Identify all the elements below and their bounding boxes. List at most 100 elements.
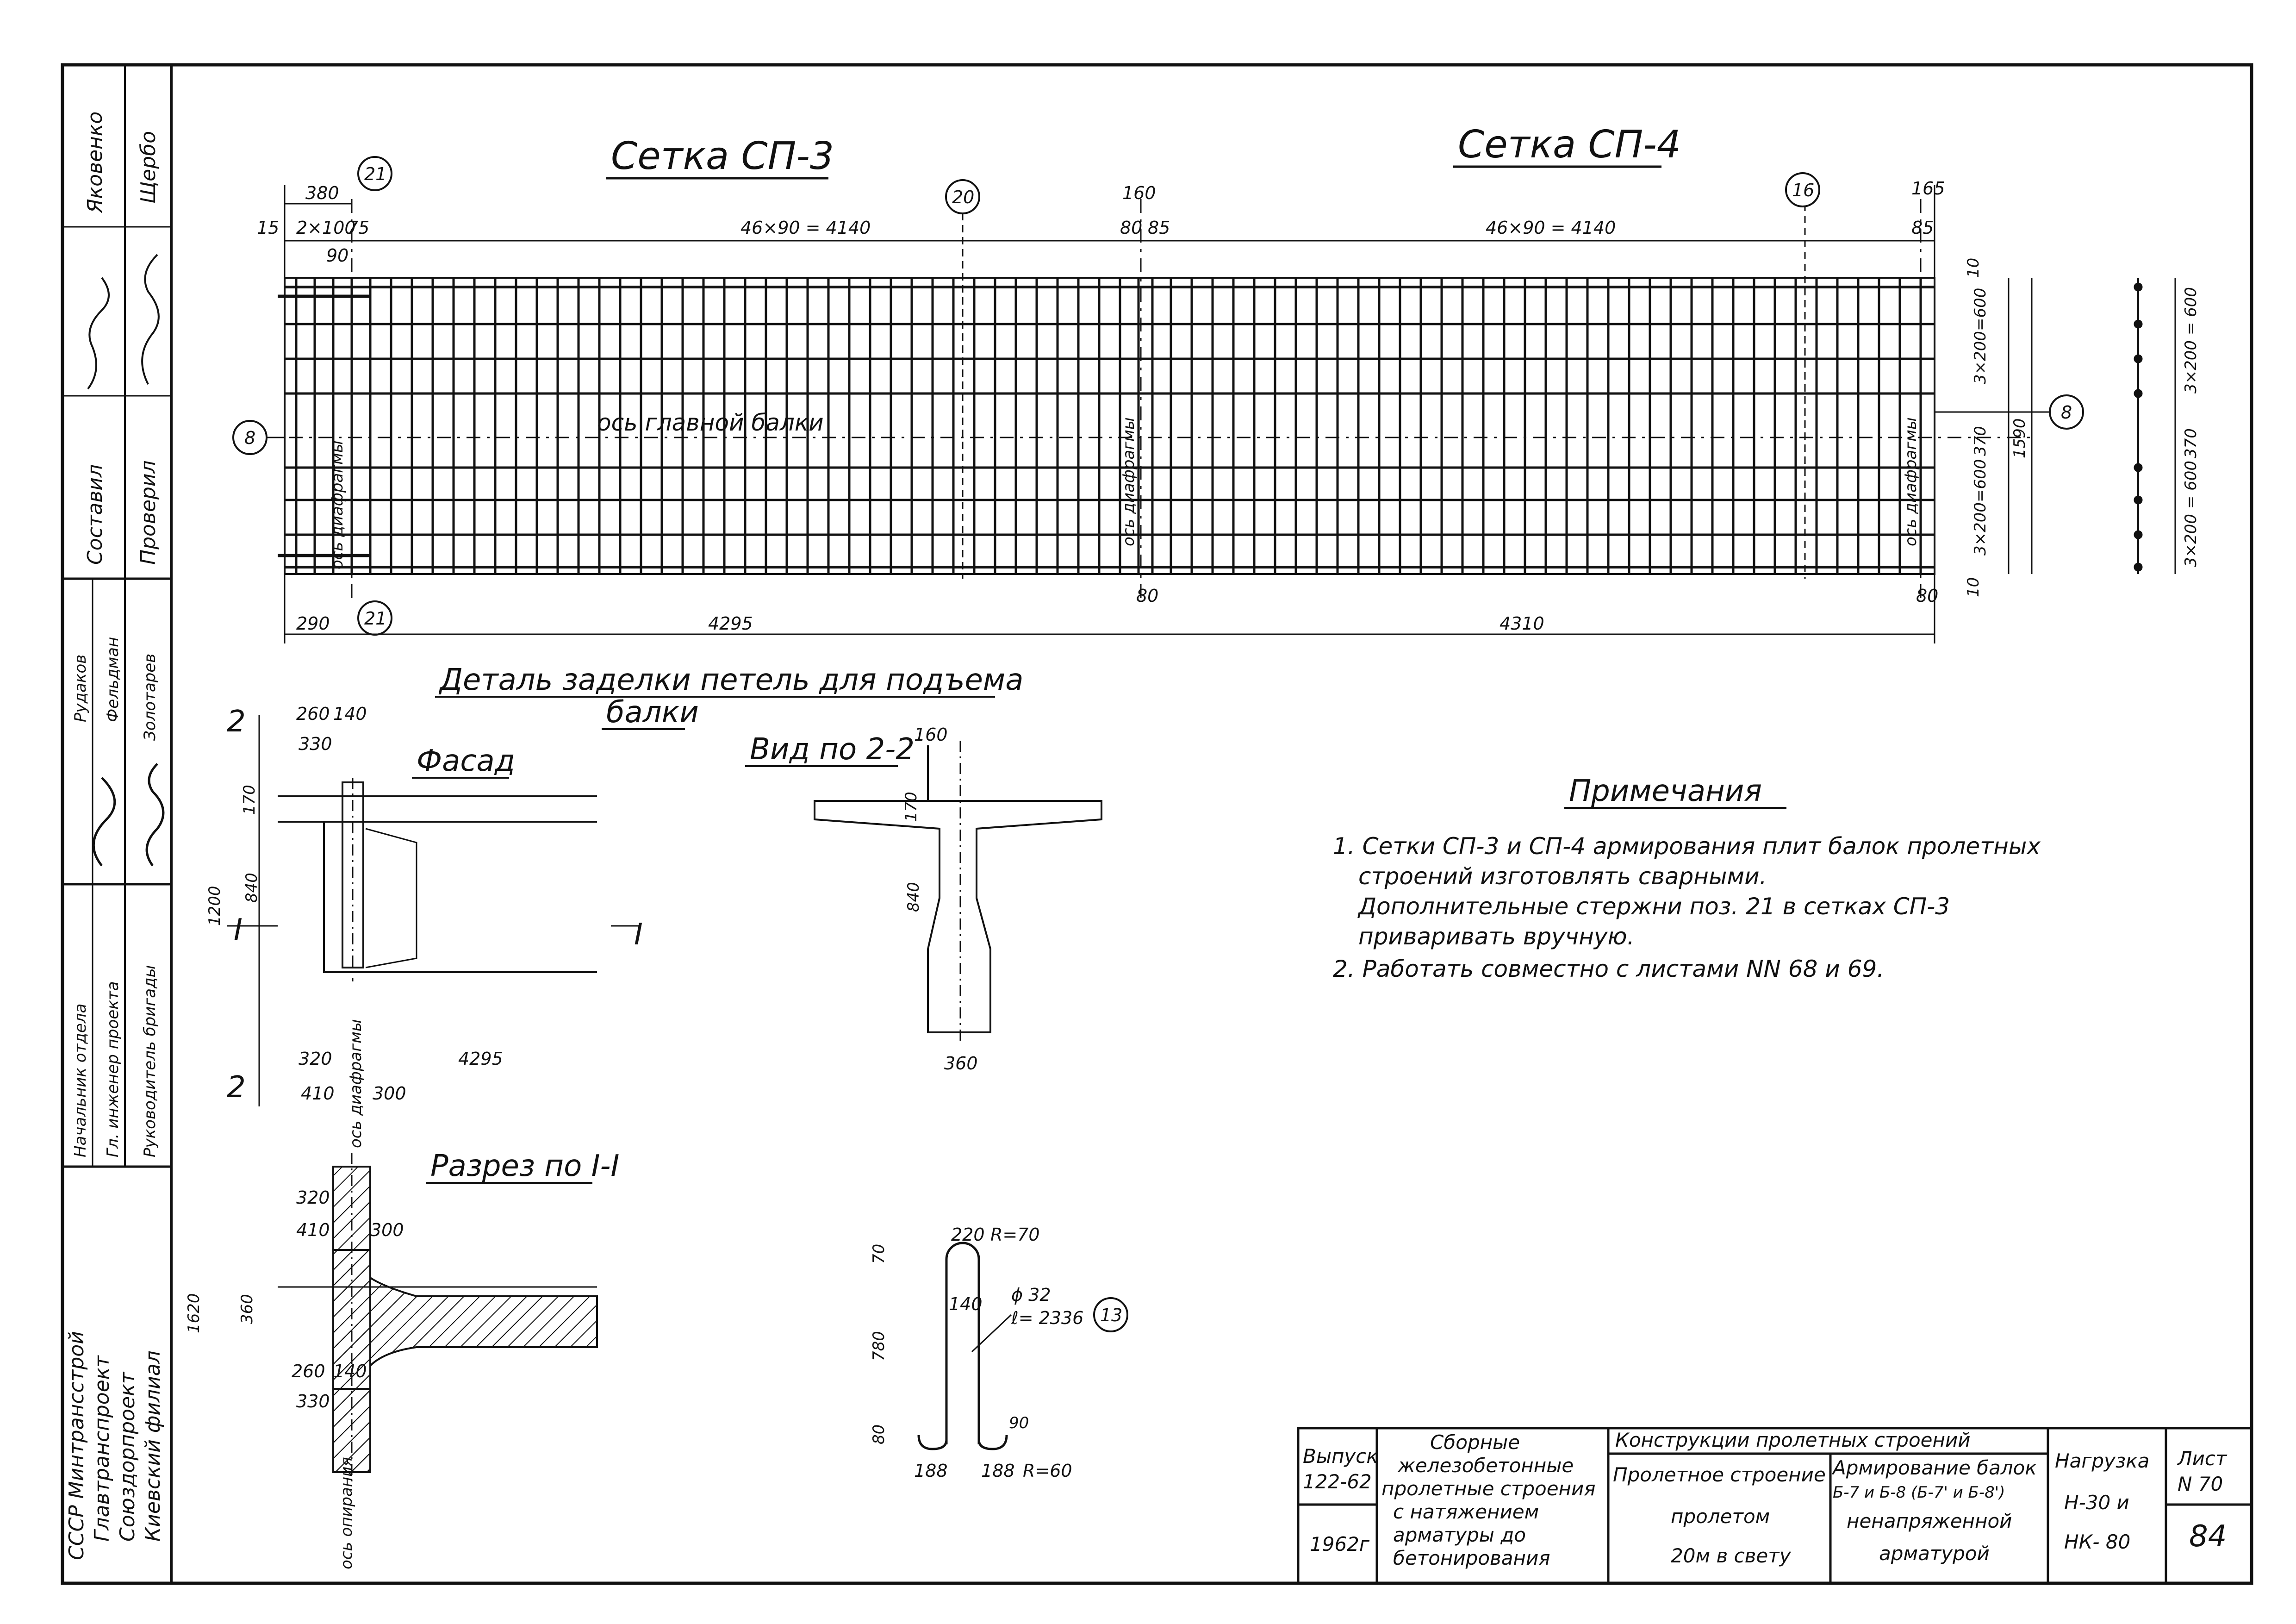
signature-1 [87, 277, 110, 390]
facade-cut-1-left: I [234, 913, 243, 947]
facade-cut-2-top: 2 [227, 705, 246, 739]
signature-3 [92, 777, 116, 867]
dim-370: 370 [1971, 426, 1990, 456]
stamp-org-line4: Киевский филиал [141, 1350, 165, 1542]
tb-header: Конструкции пролетных строений [1615, 1429, 1971, 1451]
facade-view [227, 715, 639, 1106]
loop-dim-220: 220 [951, 1224, 985, 1245]
loop-dim-140: 140 [949, 1294, 983, 1314]
tb-series-3: пролетные строения [1381, 1477, 1596, 1500]
tb-vypusk-value: 122-62 [1303, 1470, 1372, 1493]
section-dim-140: 140 [333, 1361, 367, 1381]
view22-dim-360: 360 [944, 1053, 978, 1074]
side-dim-3x200-top: 3×200 = 600 [2182, 287, 2200, 394]
dim-80-top: 80 [1120, 218, 1142, 238]
dim-10-bottom: 10 [1964, 577, 1983, 597]
section-support-axis: ось опирания [337, 1457, 356, 1569]
stamp-name-feldman: Фельдман [104, 637, 122, 722]
tb-series-4: с натяжением [1393, 1500, 1539, 1523]
dim-10-top: 10 [1964, 258, 1983, 278]
loop-pos-circle [1093, 1297, 1128, 1332]
section-dim-300: 300 [370, 1220, 404, 1240]
section-dim-260: 260 [292, 1361, 325, 1381]
stamp-name-yakovenko: Яковенко [83, 112, 107, 213]
dim-90: 90 [326, 245, 348, 266]
note-line-5: 2. Работать совместно с листами NN 68 и … [1333, 956, 1884, 982]
dia-axis-label-left: ось диафрагмы [328, 440, 347, 569]
stamp-role-chief-eng: Гл. инженер проекта [104, 981, 122, 1157]
facade-dim-320: 320 [299, 1049, 332, 1069]
side-dim-370: 370 [2182, 428, 2200, 458]
stamp-role-compiled: Составил [83, 464, 107, 565]
tb-series-5: арматуры до [1393, 1524, 1526, 1546]
mesh-grid [259, 199, 2036, 602]
facade-cut-1-right: I [634, 918, 643, 952]
facade-dim-140: 140 [333, 704, 367, 724]
title-block-frame [1297, 1427, 2253, 1585]
view22-dim-160: 160 [914, 725, 948, 745]
dim-380: 380 [305, 183, 339, 203]
drawing-frame [61, 63, 2253, 1585]
dim-4310: 4310 [1500, 613, 1544, 634]
tb-vypusk-label: Выпуск [1303, 1445, 1378, 1468]
loop-dim-780: 780 [870, 1331, 888, 1361]
loop-dim-r60: R=60 [1023, 1461, 1072, 1481]
note-line-3: Дополнительные стержни поз. 21 в сетках … [1357, 893, 1950, 920]
dim-85: 85 [1148, 218, 1170, 238]
facade-dia-axis: ось диафрагмы [347, 1019, 365, 1148]
tb-span-1: Пролетное строение [1613, 1463, 1826, 1486]
section-dim-410: 410 [296, 1220, 330, 1240]
dim-80-right: 80 [1916, 586, 1938, 606]
section-dim-330: 330 [296, 1391, 330, 1412]
loop-dim-188b: 188 [981, 1461, 1015, 1481]
dim-160: 160 [1122, 183, 1156, 203]
note-line-4: приваривать вручную. [1358, 923, 1634, 950]
tb-year: 1962г [1310, 1533, 1370, 1555]
facade-dim-330: 330 [299, 734, 332, 754]
dim-3x200-top: 3×200=600 [1971, 288, 1990, 384]
mesh-sp4-title: Сетка СП-4 [1458, 123, 1681, 167]
tb-sheet-number: N 70 [2178, 1473, 2223, 1495]
loop-dim-70: 70 [870, 1244, 888, 1264]
facade-dim-4295: 4295 [458, 1049, 503, 1069]
view22-title: Вид по 2-2 [750, 732, 915, 767]
stamp-name-rudakov: Рудаков [71, 655, 90, 722]
dim-46x90-sp4: 46×90 = 4140 [1486, 218, 1616, 238]
dim-1590: 1590 [2010, 418, 2029, 458]
pos-20: 20 [952, 187, 974, 207]
mesh-side-section [2134, 278, 2176, 574]
dim-75: 75 [347, 218, 369, 238]
tb-reinf-4: арматурой [1879, 1542, 1990, 1565]
loop-pos: 13 [1100, 1305, 1122, 1325]
tb-reinf-2: Б-7 и Б-8 (Б-7' и Б-8') [1833, 1483, 2005, 1502]
side-stamp: Яковенко Щербо Составил Проверил Рудаков… [65, 112, 165, 1560]
section-dim-360: 360 [238, 1294, 256, 1324]
view22-shape [814, 741, 1102, 1042]
dim-2x100: 2×100 [296, 218, 356, 238]
tb-load-label: Нагрузка [2055, 1449, 2149, 1472]
tb-series-6: бетонирования [1393, 1547, 1550, 1569]
view22-dim-840: 840 [904, 882, 923, 912]
facade-dim-170: 170 [240, 785, 259, 815]
signature-4 [145, 763, 165, 867]
pos-21-bottom: 21 [364, 608, 386, 629]
tb-series-1: Сборные [1430, 1431, 1520, 1454]
tb-load-value-1: Н-30 и [2064, 1491, 2129, 1514]
tb-span-2: пролетом [1671, 1505, 1770, 1528]
notes-title: Примечания [1569, 774, 1762, 808]
pos-21-top: 21 [364, 164, 386, 184]
loop-dim-90: 90 [1009, 1414, 1029, 1432]
stamp-name-zolotarev: Золотарев [141, 654, 159, 741]
loop-length: ℓ= 2336 [1011, 1308, 1083, 1328]
section11-shape [278, 1153, 598, 1481]
tb-reinf-1: Армирование балок [1831, 1456, 2037, 1479]
side-dim-3x200-bottom: 3×200 = 600 [2182, 461, 2200, 567]
dia-axis-label-right: ось диафрагмы [1902, 417, 1920, 546]
stamp-name-shcherbo: Щербо [137, 131, 160, 204]
stamp-role-checked: Проверил [137, 460, 160, 565]
view22-dim-170: 170 [902, 792, 921, 822]
dim-165: 165 [1911, 178, 1945, 199]
note-line-2: строений изготовлять сварными. [1358, 863, 1767, 890]
loop-dim-80: 80 [870, 1424, 888, 1444]
